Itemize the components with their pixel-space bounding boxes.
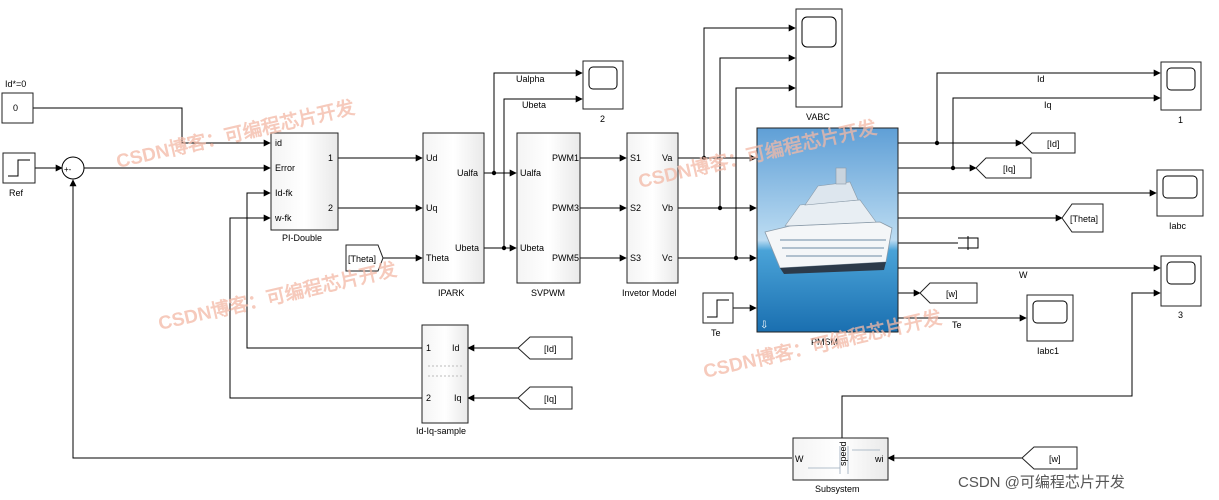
scope-3-name: 3 [1178,310,1183,320]
vabc-scope[interactable]: VABC [795,8,843,122]
inv-out-vc: Vc [662,253,673,263]
watermark-2: CSDN博客：可编程芯片开发 [156,257,400,334]
w-goto-label: [w] [946,289,958,299]
sample-in-id: Id [452,343,460,353]
inv-in-s2: S2 [630,203,641,213]
pmsm-name: PMSM [811,337,838,347]
id-goto-label: [Id] [1047,139,1060,149]
scope-2[interactable]: 2 [582,60,624,124]
sample-name: Id-Iq-sample [416,426,466,436]
id-from-label: [Id] [544,344,557,354]
ipark-in-ud: Ud [426,153,438,163]
svpwm-out-pwm5: PWM5 [552,253,579,263]
theta-goto-tag[interactable]: [Theta] [1061,203,1104,233]
ref-name: Ref [9,188,24,198]
inv-out-va: Va [662,153,672,163]
scope-1[interactable]: 1 [1160,61,1202,125]
ipark-name: IPARK [438,288,464,298]
id-signal-label: Id [1037,74,1045,84]
inv-in-s3: S3 [630,253,641,263]
ipark-out-ubeta: Ubeta [455,243,479,253]
pmsm-block[interactable]: ⇩ PMSM [756,127,899,347]
sum-block[interactable]: +- [61,156,85,180]
te-signal-label: Te [952,320,962,330]
ipark-block[interactable]: Ud Uq Theta Ualfa Ubeta IPARK [422,132,485,298]
pi-double-name: PI-Double [282,233,322,243]
ref-step-block[interactable]: Ref [2,152,36,198]
subsystem-in-port: wi [874,454,884,464]
pi-in-idfk: Id-fk [275,188,293,198]
invertor-block[interactable]: S1 S2 S3 Va Vb Vc Invetor Model [622,132,679,298]
scope-1-name: 1 [1178,115,1183,125]
ubeta-signal-label: Ubeta [522,100,546,110]
pi-in-id: id [275,138,282,148]
signal-lines [33,24,1161,462]
inv-out-vb: Vb [662,203,673,213]
vabc-name: VABC [806,112,830,122]
scope-2-name: 2 [600,114,605,124]
subsystem-out-port: W [795,454,804,464]
id-iq-sample-block[interactable]: Id Iq 1 2 Id-Iq-sample [416,324,469,436]
svpwm-block[interactable]: Ualfa Ubeta PWM1 PWM3 PWM5 SVPWM [516,132,581,298]
iq-signal-label: Iq [1044,100,1052,110]
pi-in-wfk: w-fk [274,213,292,223]
iabc1-scope[interactable]: Iabc1 [1026,294,1074,356]
iabc1-name: Iabc1 [1037,346,1059,356]
sample-out-1: 1 [426,343,431,353]
svpwm-out-pwm3: PWM3 [552,203,579,213]
constant-label: Id*=0 [5,79,26,89]
ualpha-signal-label: Ualpha [516,74,545,84]
w-goto-tag[interactable]: [w] [919,282,978,304]
iabc-name: Iabc [1169,221,1187,231]
w-signal-label: W [1019,270,1028,280]
theta-from-label: [Theta] [348,254,376,264]
ipark-out-ualfa: Ualfa [457,168,478,178]
ship-icon [764,167,893,274]
iabc-scope[interactable]: Iabc [1156,169,1204,231]
svpwm-name: SVPWM [531,288,565,298]
iq-goto-tag[interactable]: [Iq] [975,157,1032,179]
ipark-in-uq: Uq [426,203,438,213]
terminator-block[interactable] [958,236,979,250]
iq-from-label: [Iq] [544,394,557,404]
ipark-in-theta: Theta [426,253,449,263]
id-from-tag[interactable]: [Id] [517,336,573,360]
footer-credit: CSDN @可编程芯片开发 [958,474,1125,491]
sample-in-iq: Iq [454,393,462,403]
invertor-name: Invetor Model [622,288,677,298]
iq-from-tag[interactable]: [Iq] [517,386,573,410]
te-block-name: Te [711,328,721,338]
theta-from-tag[interactable]: [Theta] [345,244,384,272]
subsystem-inner-label: speed [838,441,848,466]
svg-text:⇩: ⇩ [760,320,768,331]
pi-double-block[interactable]: id Error Id-fk w-fk 1 2 PI-Double [270,132,339,243]
sample-out-2: 2 [426,393,431,403]
constant-block[interactable]: Id*=0 0 [1,79,34,124]
pi-out-1: 1 [328,153,333,163]
subsystem-block[interactable]: W wi speed Subsystem [792,437,889,494]
subsystem-name: Subsystem [815,484,860,494]
w-from-tag[interactable]: [w] [1021,446,1078,470]
pi-in-error: Error [275,163,295,173]
svpwm-out-pwm1: PWM1 [552,153,579,163]
svpwm-in-ubeta: Ubeta [520,243,544,253]
theta-goto-label: [Theta] [1070,214,1098,224]
pi-out-2: 2 [328,203,333,213]
scope-3[interactable]: 3 [1160,255,1202,320]
iq-goto-label: [Iq] [1003,164,1016,174]
te-step-block[interactable]: Te [702,292,734,338]
w-from-label: [w] [1049,454,1061,464]
svpwm-in-ualfa: Ualfa [520,168,541,178]
sum-signs: +- [64,165,72,174]
inv-in-s1: S1 [630,153,641,163]
id-goto-tag[interactable]: [Id] [1021,132,1076,154]
constant-value: 0 [13,103,18,113]
